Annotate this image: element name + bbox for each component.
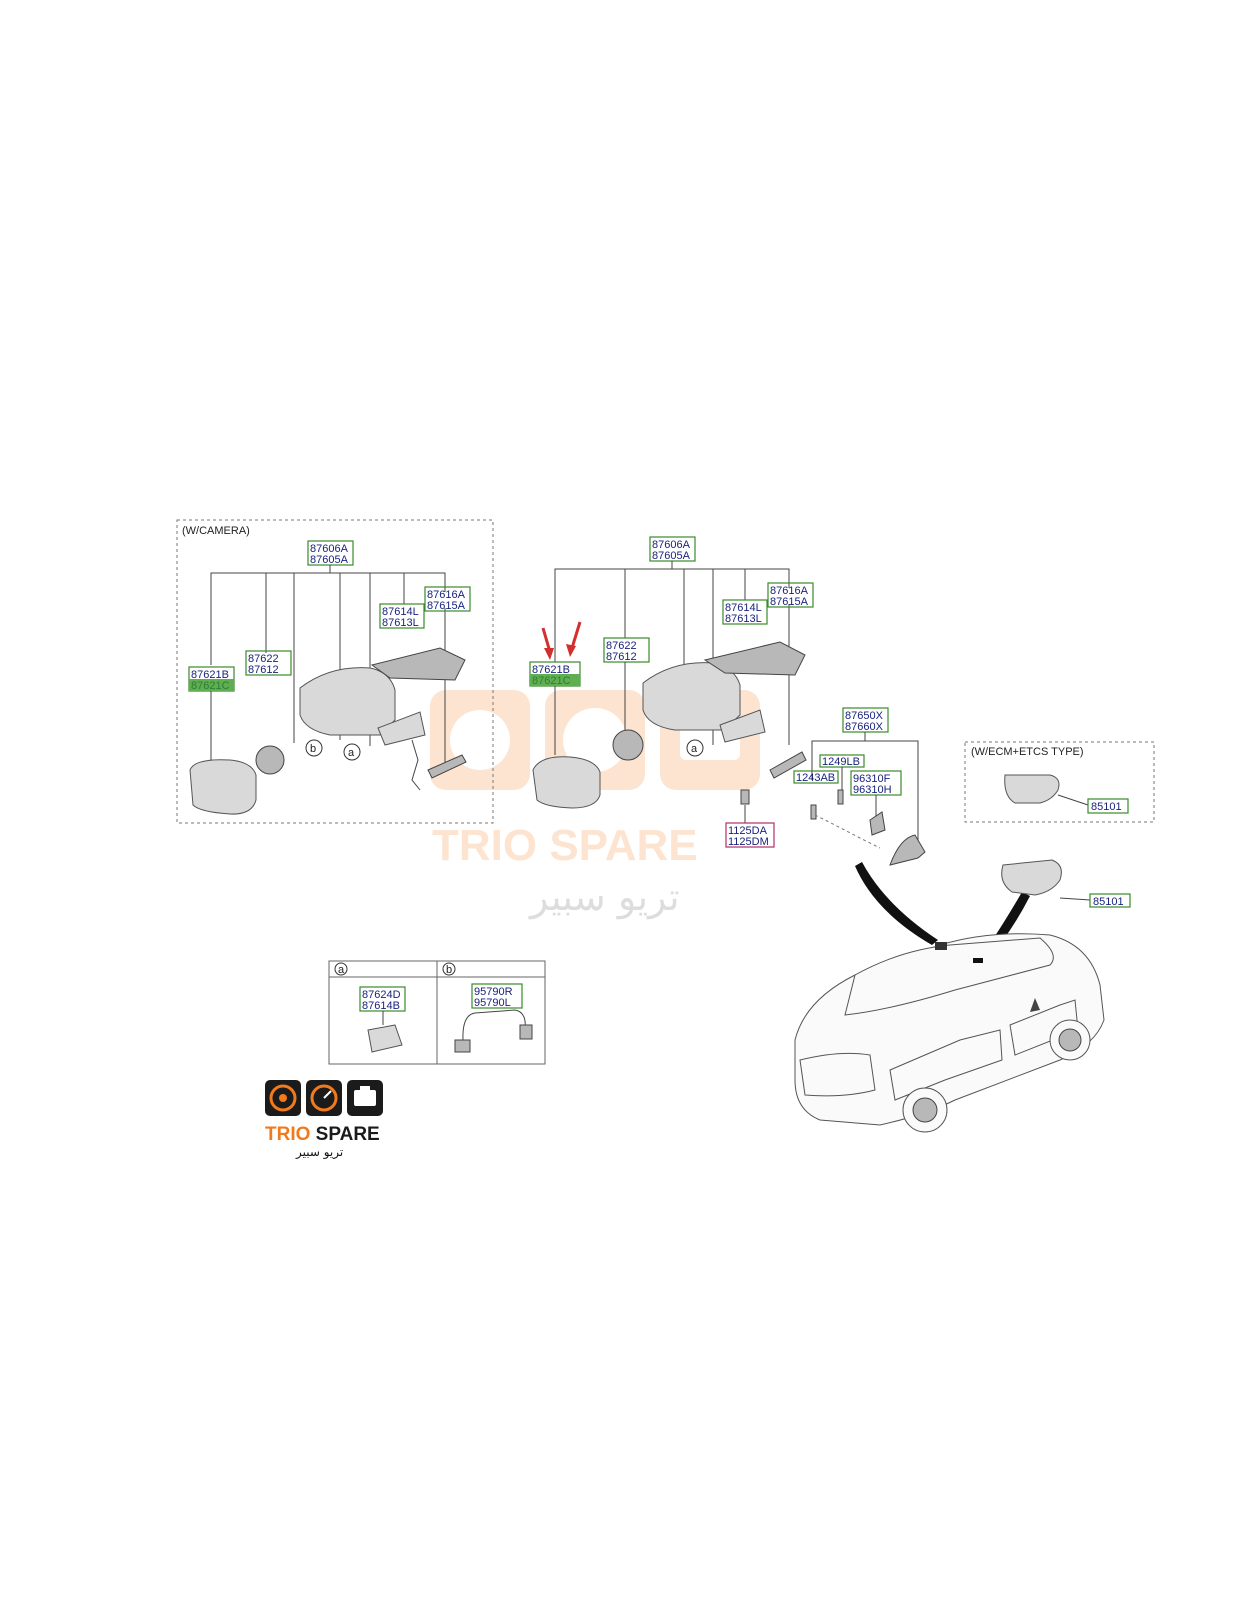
connector [519, 1024, 533, 1040]
highlight-fill [530, 674, 580, 686]
shark-fin-antenna [889, 834, 926, 866]
part-number[interactable]: 1125DM [728, 836, 769, 848]
callout-b [442, 962, 456, 976]
part-number[interactable]: 87605A [310, 554, 349, 566]
bolt [740, 789, 750, 805]
mirror-cover [703, 641, 806, 676]
mirror-glass [189, 759, 257, 815]
part-number[interactable]: 1249LB [822, 756, 860, 768]
part-number[interactable]: 95790R [474, 986, 513, 998]
part-number[interactable]: 87622 [248, 653, 279, 665]
part-number[interactable]: 87606A [652, 539, 691, 551]
label-box [1089, 893, 1131, 908]
pointer-wedge [855, 862, 938, 945]
callout-a-label: a [348, 747, 355, 759]
part-number[interactable]: 87616A [770, 585, 809, 597]
watermark-brand-en: TRIO SPARE [432, 821, 698, 870]
screw [837, 789, 844, 805]
part-number[interactable]: 87614B [362, 1000, 400, 1012]
logo-brand-en: TRIO SPARE [265, 1124, 380, 1145]
side-camera [454, 1039, 471, 1053]
logo-brand-ar: تريو سبير [295, 1145, 343, 1160]
ecm-mirror-group: (W/ECM+ETCS TYPE) 85101 85101 [964, 741, 1155, 908]
mirror-actuator [255, 745, 285, 775]
mirror-actuator [612, 729, 644, 761]
part-number[interactable]: 87612 [248, 664, 279, 676]
part-number[interactable]: 87613L [725, 613, 762, 625]
red-arrow-icon [541, 627, 554, 660]
part-number[interactable]: 87621C [191, 680, 230, 692]
label-box [471, 983, 523, 1009]
puddle-lamp [367, 1024, 403, 1053]
red-arrow-icon [566, 621, 582, 657]
label-box [725, 822, 775, 848]
part-number[interactable]: 87624D [362, 989, 401, 1001]
mirror-base [719, 709, 766, 743]
mirror-glass [532, 756, 601, 809]
part-number[interactable]: 95790L [474, 997, 511, 1009]
part-number[interactable]: 87650X [845, 710, 884, 722]
detail-box: a b 87624D 87614B 95790R 95790L [328, 960, 546, 1065]
detail-a-label: a [338, 964, 345, 976]
inside-mirror [1004, 774, 1060, 804]
wire-harness [411, 739, 421, 791]
standard-mirror-group: 87606A 87605A 87616A 87615A 87614L 87613… [529, 536, 814, 848]
ecm-caption: (W/ECM+ETCS TYPE) [971, 746, 1084, 758]
label-box [767, 582, 814, 608]
callout-a [334, 962, 348, 976]
part-number[interactable]: 1243AB [796, 772, 835, 784]
callout-b-label: b [310, 743, 316, 755]
part-number[interactable]: 87621B [532, 664, 570, 676]
part-number[interactable]: 87615A [427, 600, 466, 612]
camera-mirror-group: (W/CAMERA) 87606A 87605A 87616A 87615A 8… [176, 519, 494, 824]
inside-mirror [1001, 859, 1062, 896]
camera-group-frame [176, 519, 494, 824]
callout-a-label: a [691, 743, 698, 755]
vehicle-illustration [794, 933, 1105, 1133]
callout-b [305, 739, 323, 757]
camera-harness [462, 1009, 526, 1041]
part-number[interactable]: 96310H [853, 784, 892, 796]
part-number[interactable]: 87621B [191, 669, 229, 681]
label-box [1087, 798, 1129, 814]
part-number[interactable]: 1125DA [728, 825, 768, 837]
mirror-cover [370, 647, 466, 681]
label-box [722, 599, 768, 625]
label-box [603, 637, 650, 663]
trio-spare-logo: TRIO SPARE تريو سبير [265, 1080, 383, 1160]
part-number[interactable]: 87606A [310, 543, 349, 555]
part-number[interactable]: 87613L [382, 617, 419, 629]
label-box [793, 770, 839, 784]
side-repeater-lamp [769, 751, 807, 779]
part-number[interactable]: 87614L [382, 606, 419, 618]
callout-a [343, 743, 361, 761]
part-number[interactable]: 85101 [1091, 801, 1122, 813]
label-box [424, 586, 471, 612]
antenna-connector [869, 811, 886, 836]
part-number[interactable]: 87621C [532, 675, 571, 687]
part-number[interactable]: 87612 [606, 651, 637, 663]
part-number[interactable]: 87605A [652, 550, 691, 562]
callout-a [686, 739, 704, 757]
part-number[interactable]: 87622 [606, 640, 637, 652]
detail-b-label: b [446, 964, 452, 976]
part-number[interactable]: 87616A [427, 589, 466, 601]
part-number[interactable]: 87615A [770, 596, 809, 608]
part-number[interactable]: 96310F [853, 773, 891, 785]
screw [810, 804, 817, 820]
side-repeater-lamp [427, 754, 467, 779]
camera-caption: (W/CAMERA) [182, 525, 250, 537]
part-number[interactable]: 85101 [1093, 896, 1124, 908]
part-number[interactable]: 87614L [725, 602, 762, 614]
ecm-group-frame [964, 741, 1155, 823]
label-box [245, 650, 292, 676]
mirror-housing [299, 667, 396, 736]
mirror-base [377, 711, 426, 746]
watermark-brand-ar: تريو سبير [528, 875, 680, 920]
label-box [379, 603, 425, 629]
mirror-housing [642, 662, 741, 731]
highlight-fill [189, 679, 234, 691]
part-number[interactable]: 87660X [845, 721, 884, 733]
